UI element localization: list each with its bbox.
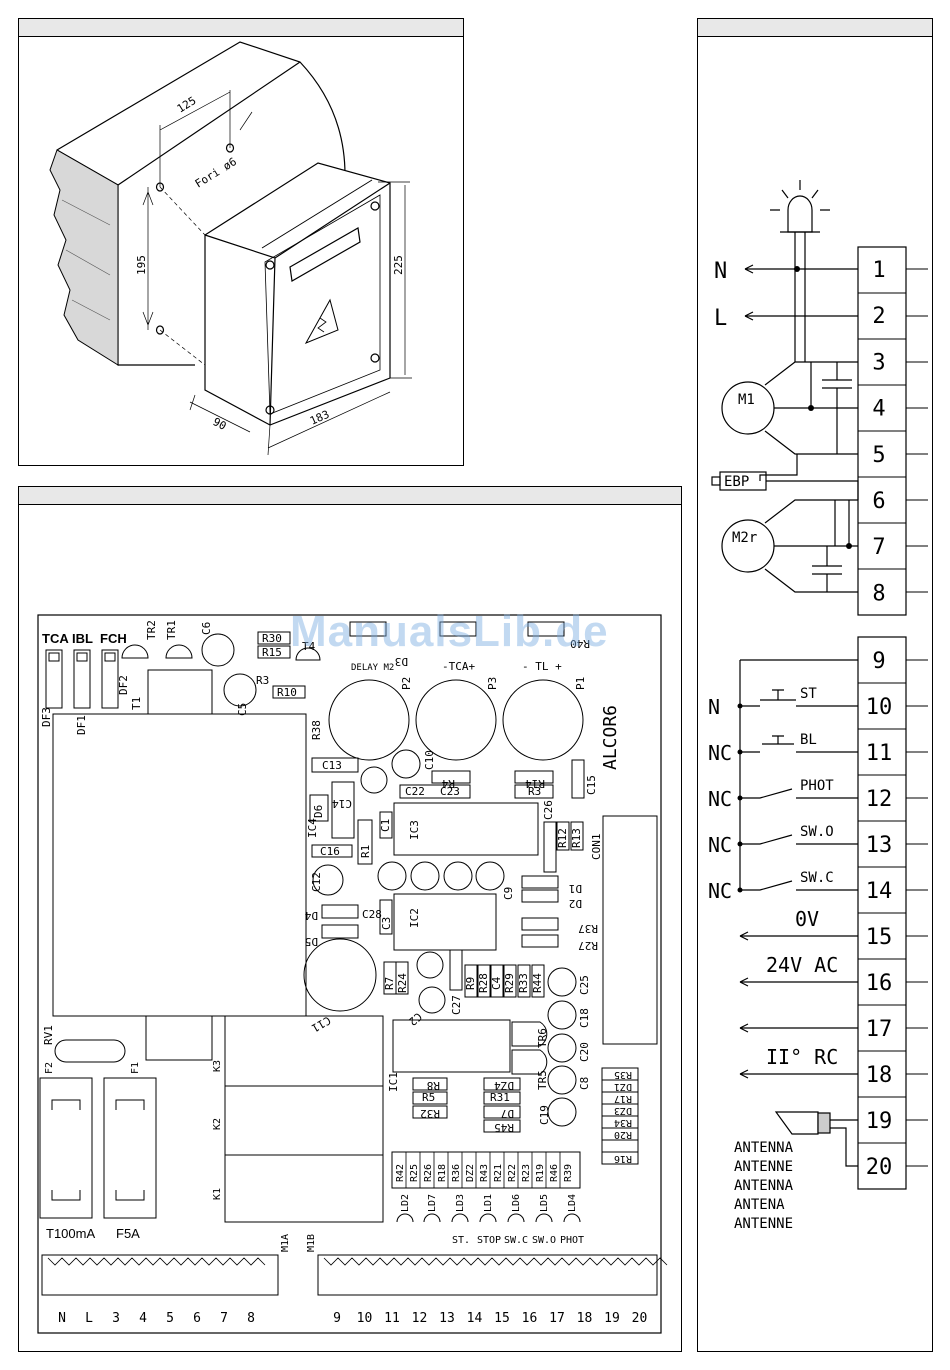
installation-panel <box>18 18 464 466</box>
installation-panel-header <box>19 19 463 37</box>
wiring-panel-header <box>698 19 932 37</box>
board-panel <box>18 486 682 1352</box>
wiring-panel <box>697 18 933 1352</box>
board-panel-header <box>19 487 681 505</box>
